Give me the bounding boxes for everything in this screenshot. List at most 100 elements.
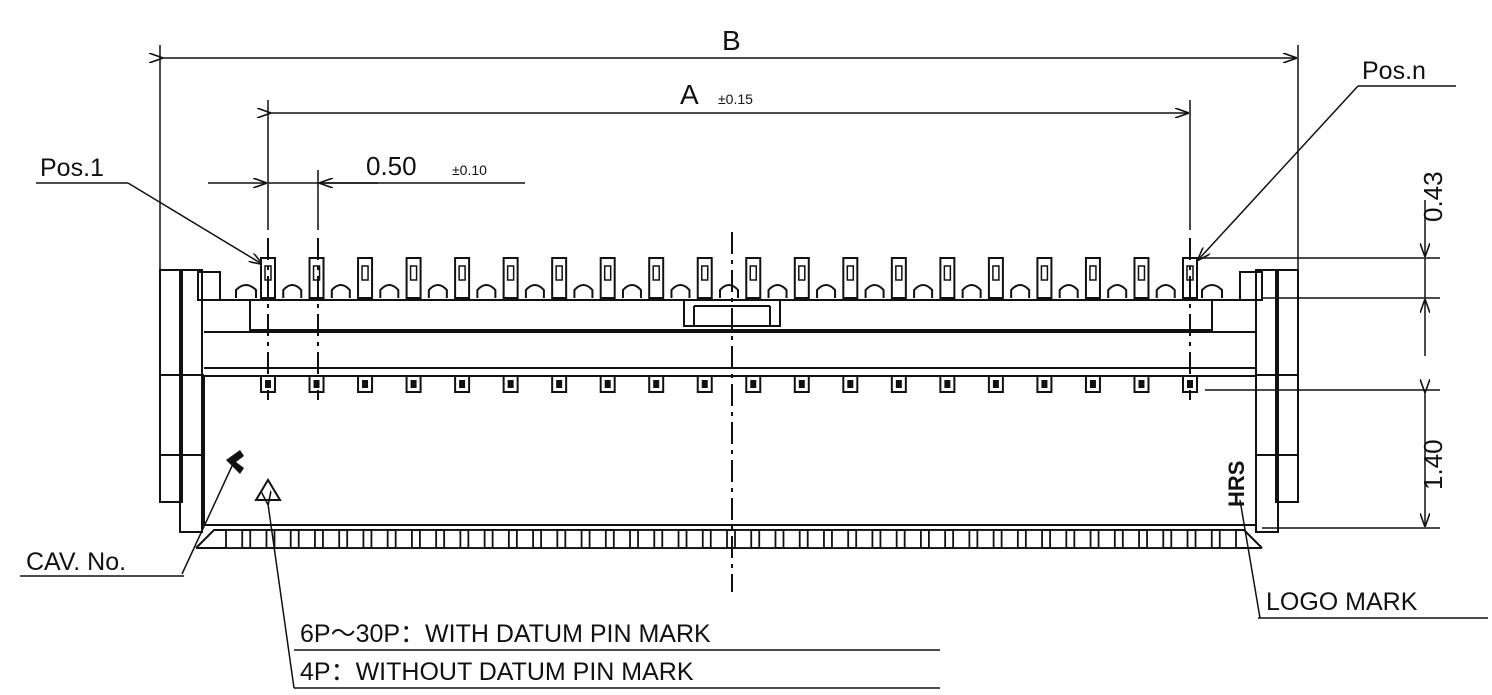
mid-bumps	[235, 284, 1223, 298]
bottom-tooth	[685, 529, 704, 549]
top-pins	[260, 257, 1198, 299]
top-pin	[454, 257, 471, 299]
top-pin	[696, 257, 713, 299]
mid-bump	[767, 284, 788, 298]
bottom-tooth	[903, 529, 922, 549]
mid-bump	[1155, 284, 1176, 298]
logo-text: HRS	[1224, 461, 1249, 507]
bottom-tooth	[370, 529, 389, 549]
bottom-tooth	[612, 529, 631, 549]
top-pin	[599, 257, 616, 299]
bottom-tooth	[1218, 529, 1237, 549]
mid-bump	[524, 284, 545, 298]
mid-bump	[816, 284, 837, 298]
top-pin	[648, 257, 665, 299]
bottom-tooth	[758, 529, 777, 549]
mid-bump	[621, 284, 642, 298]
top-pin	[890, 257, 907, 299]
bottom-tooth	[661, 529, 680, 549]
top-pin	[502, 257, 519, 299]
posn-callout: Pos.n	[1198, 57, 1456, 260]
note-without-datum: 4P：WITHOUT DATUM PIN MARK	[300, 658, 694, 686]
dim-b-label: B	[722, 25, 741, 56]
dimension-b: B	[160, 25, 1299, 272]
logo-mark-label: LOGO MARK	[1266, 588, 1418, 616]
top-pin	[1036, 257, 1053, 299]
top-pin	[1133, 257, 1150, 299]
top-pin	[793, 257, 810, 299]
bottom-tooth	[976, 529, 995, 549]
bottom-tooth	[831, 529, 850, 549]
mid-bump	[670, 284, 691, 298]
top-pin	[1084, 257, 1101, 299]
bottom-tooth	[1000, 529, 1019, 549]
bottom-tooth	[273, 529, 292, 549]
logo-mark: HRS	[1224, 461, 1249, 507]
bottom-tooth	[588, 529, 607, 549]
datum-triangle-icon	[254, 478, 282, 501]
bottom-teeth	[225, 529, 1237, 549]
mid-bump	[427, 284, 448, 298]
bottom-tooth	[346, 529, 365, 549]
mid-bump	[913, 284, 934, 298]
pitch-tolerance: ±0.10	[452, 162, 487, 178]
bottom-tooth	[491, 529, 510, 549]
top-pin	[405, 257, 422, 299]
bottom-tooth	[1121, 529, 1140, 549]
bottom-tooth	[1170, 529, 1189, 549]
bottom-tooth	[443, 529, 462, 549]
dim-a-tolerance: ±0.15	[718, 91, 753, 107]
top-pin	[357, 257, 374, 299]
bottom-tooth	[1097, 529, 1116, 549]
dim-140-label: 1.40	[1418, 439, 1448, 490]
mid-bump	[330, 284, 351, 298]
bottom-tooth	[709, 529, 728, 549]
bottom-tooth	[637, 529, 656, 549]
mid-bump	[864, 284, 885, 298]
bottom-tooth	[467, 529, 486, 549]
bottom-tooth	[879, 529, 898, 549]
bottom-tooth	[1146, 529, 1165, 549]
mid-bump	[573, 284, 594, 298]
mid-bump	[1010, 284, 1031, 298]
bottom-tooth	[419, 529, 438, 549]
bottom-tooth	[249, 529, 268, 549]
bottom-tooth	[952, 529, 971, 549]
bottom-tooth	[1194, 529, 1213, 549]
top-pin	[745, 257, 762, 299]
mid-bump	[719, 284, 739, 298]
pos1-callout: Pos.1	[36, 154, 262, 264]
bottom-tooth	[322, 529, 341, 549]
datum-note: 6P～30P：WITH DATUM PIN MARK 4P：WITHOUT DA…	[268, 504, 940, 689]
connector-body	[159, 232, 1299, 592]
cav-callout: CAV. No.	[20, 465, 233, 577]
mid-bump	[282, 284, 303, 298]
bottom-tooth	[540, 529, 559, 549]
top-pin	[842, 257, 859, 299]
dim-a-label: A	[680, 79, 699, 110]
bottom-tooth	[782, 529, 801, 549]
dimension-a: A ±0.15	[268, 79, 1191, 230]
bottom-tooth	[734, 529, 753, 549]
mid-bump	[476, 284, 497, 298]
bottom-tooth	[564, 529, 583, 549]
dimension-pitch: 0.50 ±0.10	[208, 151, 525, 230]
bottom-tooth	[806, 529, 825, 549]
logo-callout: LOGO MARK	[1239, 499, 1488, 619]
cav-mark-icon	[226, 450, 244, 474]
low-pins	[260, 375, 1198, 393]
bottom-tooth	[297, 529, 316, 549]
bottom-tooth	[1049, 529, 1068, 549]
cav-label: CAV. No.	[26, 548, 126, 576]
note-with-datum: 6P～30P：WITH DATUM PIN MARK	[300, 620, 711, 648]
bottom-tooth	[1024, 529, 1043, 549]
bottom-tooth	[855, 529, 874, 549]
bottom-tooth	[928, 529, 947, 549]
posn-label: Pos.n	[1362, 57, 1426, 85]
bottom-tooth	[394, 529, 413, 549]
mid-bump	[961, 284, 982, 298]
bottom-tooth	[225, 529, 244, 549]
bottom-tooth	[515, 529, 534, 549]
dimension-043: 0.43	[1200, 171, 1448, 356]
